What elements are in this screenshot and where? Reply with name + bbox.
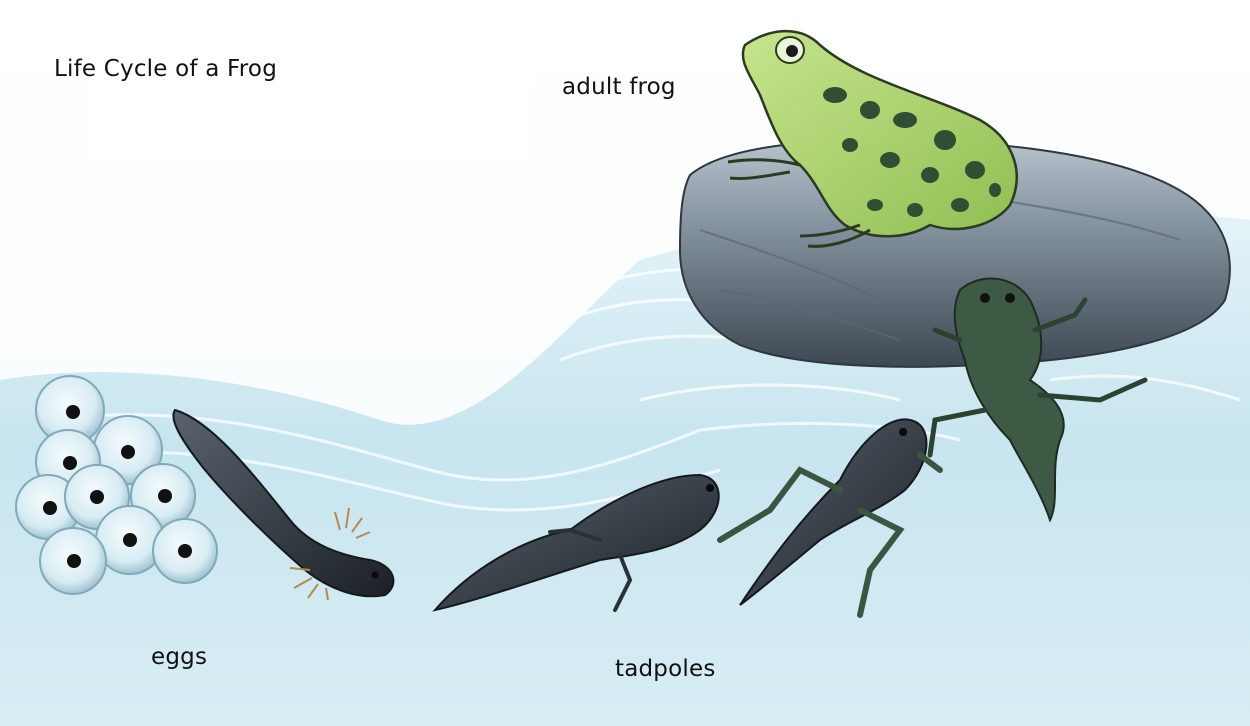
title-backdrop — [90, 70, 530, 160]
diagram-title: Life Cycle of a Frog — [54, 56, 277, 82]
adult-frog-label: adult frog — [562, 74, 676, 100]
eggs-label: eggs — [151, 644, 207, 670]
tadpoles-label: tadpoles — [615, 656, 716, 682]
